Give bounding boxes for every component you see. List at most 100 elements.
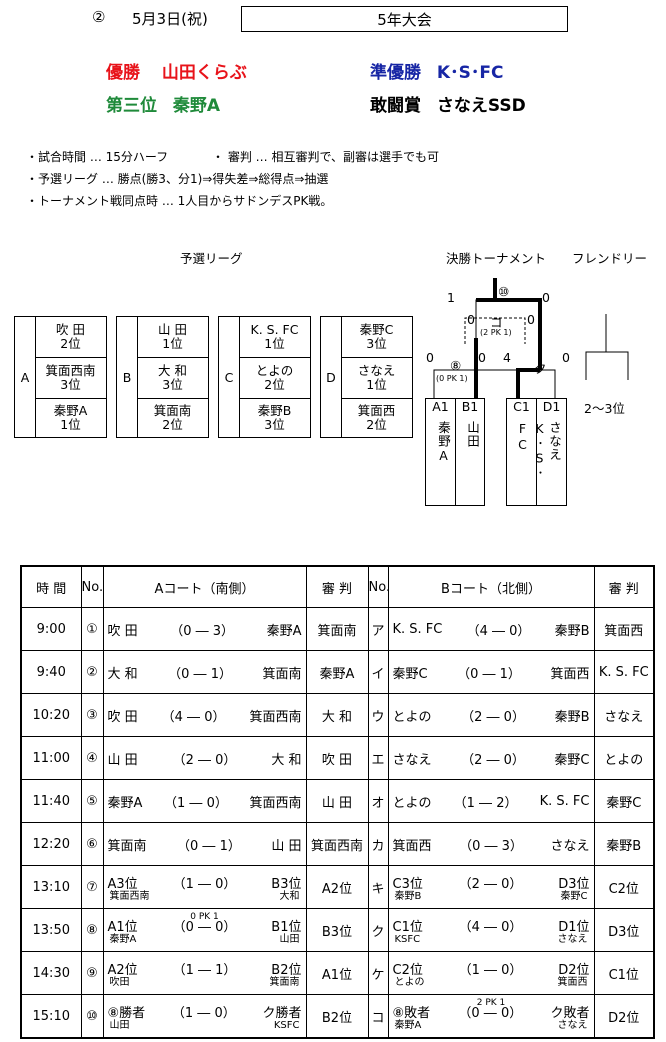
match-score: （1 ― 2）: [453, 795, 518, 811]
cell-no-b: ケ: [367, 951, 389, 995]
cell-ref-a: 吹 田: [305, 736, 369, 780]
away-team: 秦野B: [554, 623, 590, 639]
cell-no-a: ⑥: [80, 822, 104, 866]
cell-ref-a: A2位: [305, 865, 369, 909]
header-ref-b: 審 判: [593, 565, 655, 608]
home-team: 山 田: [107, 752, 138, 768]
award-fighting-team: さなえSSD: [436, 96, 526, 116]
home-team: ⑧敗者: [392, 1005, 431, 1021]
third-left-score: 0: [467, 312, 475, 327]
home-team-sub: 吹田: [109, 976, 130, 988]
match-score: （1 ― 0）: [458, 962, 523, 978]
rule-league: ・予選リーグ … 勝点(勝3、分1)⇒得失差⇒総得点⇒抽選: [26, 172, 329, 186]
home-team: A1位: [107, 919, 138, 935]
semi2-label: ク: [534, 361, 547, 376]
match-a: 箕面南（0 ― 1）山 田: [102, 822, 307, 866]
match-score: （1 ― 0）: [171, 1005, 236, 1021]
cell-time: 13:50: [20, 908, 82, 952]
semi1-label: ⑧: [450, 358, 462, 373]
away-team: 箕面西南: [249, 795, 302, 811]
cell-ref-a: B3位: [305, 908, 369, 952]
away-team: B3位: [271, 876, 302, 892]
award-champion: 優勝 山田くらぶ: [106, 58, 247, 83]
away-team: D1位: [558, 919, 590, 935]
semi2-left-score: 4: [503, 350, 511, 365]
home-team-sub: 箕面西南: [109, 890, 150, 902]
final-label: ⑩: [498, 284, 510, 299]
cell-time: 14:30: [20, 951, 82, 995]
rules-list: ・試合時間 … 15分ハーフ ・ 審判 … 相互審判で、副審は選手でも可 ・予選…: [26, 146, 439, 212]
slot-team: 山田: [465, 421, 480, 448]
award-third: 第三位 秦野A: [106, 91, 220, 116]
away-team: B1位: [271, 919, 302, 935]
match-score: （0 ― 1）: [177, 838, 241, 854]
event-date: 5月3日(祝): [132, 10, 208, 28]
match-a: 吹 田（0 ― 3）秦野A: [102, 607, 307, 651]
header-court-a: Aコート（南側）: [102, 565, 307, 608]
cell-ref-a: B2位: [305, 994, 369, 1039]
away-team: 箕面西: [550, 666, 590, 682]
match-a: 山 田（2 ― 0）大 和: [102, 736, 307, 780]
home-team-sub: KSFC: [394, 933, 421, 945]
cell-ref-b: 秦野B: [593, 822, 655, 866]
tournament-heading: 決勝トーナメント: [446, 251, 547, 266]
semi1-right-score: 0: [478, 350, 486, 365]
match-score: （0 ― 0）: [458, 1005, 523, 1021]
cell-no-a: ⑨: [80, 951, 104, 995]
match-score: （0 ― 1）: [168, 666, 232, 682]
away-team: 箕面南: [262, 666, 302, 682]
match-b: とよの（2 ― 0）秦野B: [387, 693, 595, 737]
home-team: A3位: [107, 876, 138, 892]
away-team-sub: 箕面南: [269, 976, 300, 988]
cell-ref-a: 箕面西南: [305, 822, 369, 866]
cell-no-a: ⑦: [80, 865, 104, 909]
slot-seed: D1: [542, 399, 561, 414]
match-a: 吹 田（4 ― 0）箕面西南: [102, 693, 307, 737]
cell-no-a: ①: [80, 607, 104, 651]
cell-ref-a: 秦野A: [305, 650, 369, 694]
award-third-team: 秦野A: [172, 96, 221, 116]
slot-c1: C1 K･S･FC: [506, 398, 547, 506]
cell-ref-b: C1位: [593, 951, 655, 995]
cell-ref-b: C2位: [593, 865, 655, 909]
home-team: C1位: [392, 919, 423, 935]
home-team: 大 和: [107, 666, 138, 682]
group-label: C: [219, 317, 240, 437]
cell-time: 9:00: [20, 607, 82, 651]
cell-time: 11:00: [20, 736, 82, 780]
cell-ref-b: K. S. FC: [593, 650, 655, 694]
away-team-sub: KSFC: [273, 1019, 300, 1031]
match-b: とよの（1 ― 2）K. S. FC: [387, 779, 595, 823]
away-team: K. S. FC: [539, 793, 590, 809]
cell-ref-b: 秦野C: [593, 779, 655, 823]
award-fighting-label: 敢闘賞: [370, 96, 421, 116]
cell-no-b: キ: [367, 865, 389, 909]
pk-score: 0 PK 1: [190, 912, 219, 922]
league-heading: 予選リーグ: [180, 251, 243, 266]
home-team: 吹 田: [107, 709, 138, 725]
semi2-right-score: 0: [562, 350, 570, 365]
third-pk: (2 PK 1): [480, 328, 512, 337]
cell-ref-b: とよの: [593, 736, 655, 780]
match-score: （2 ― 0）: [461, 709, 525, 725]
home-team: 箕面南: [107, 838, 147, 854]
third-label: コ: [490, 315, 503, 330]
match-a: A2位（1 ― 1）B2位吹田箕面南: [102, 951, 307, 995]
rule-referee: ・ 審判 … 相互審判で、副審は選手でも可: [212, 150, 439, 164]
group-label: A: [15, 317, 36, 437]
slot-b1: B1 山田: [455, 398, 485, 506]
header-no-a: No.: [80, 565, 104, 608]
